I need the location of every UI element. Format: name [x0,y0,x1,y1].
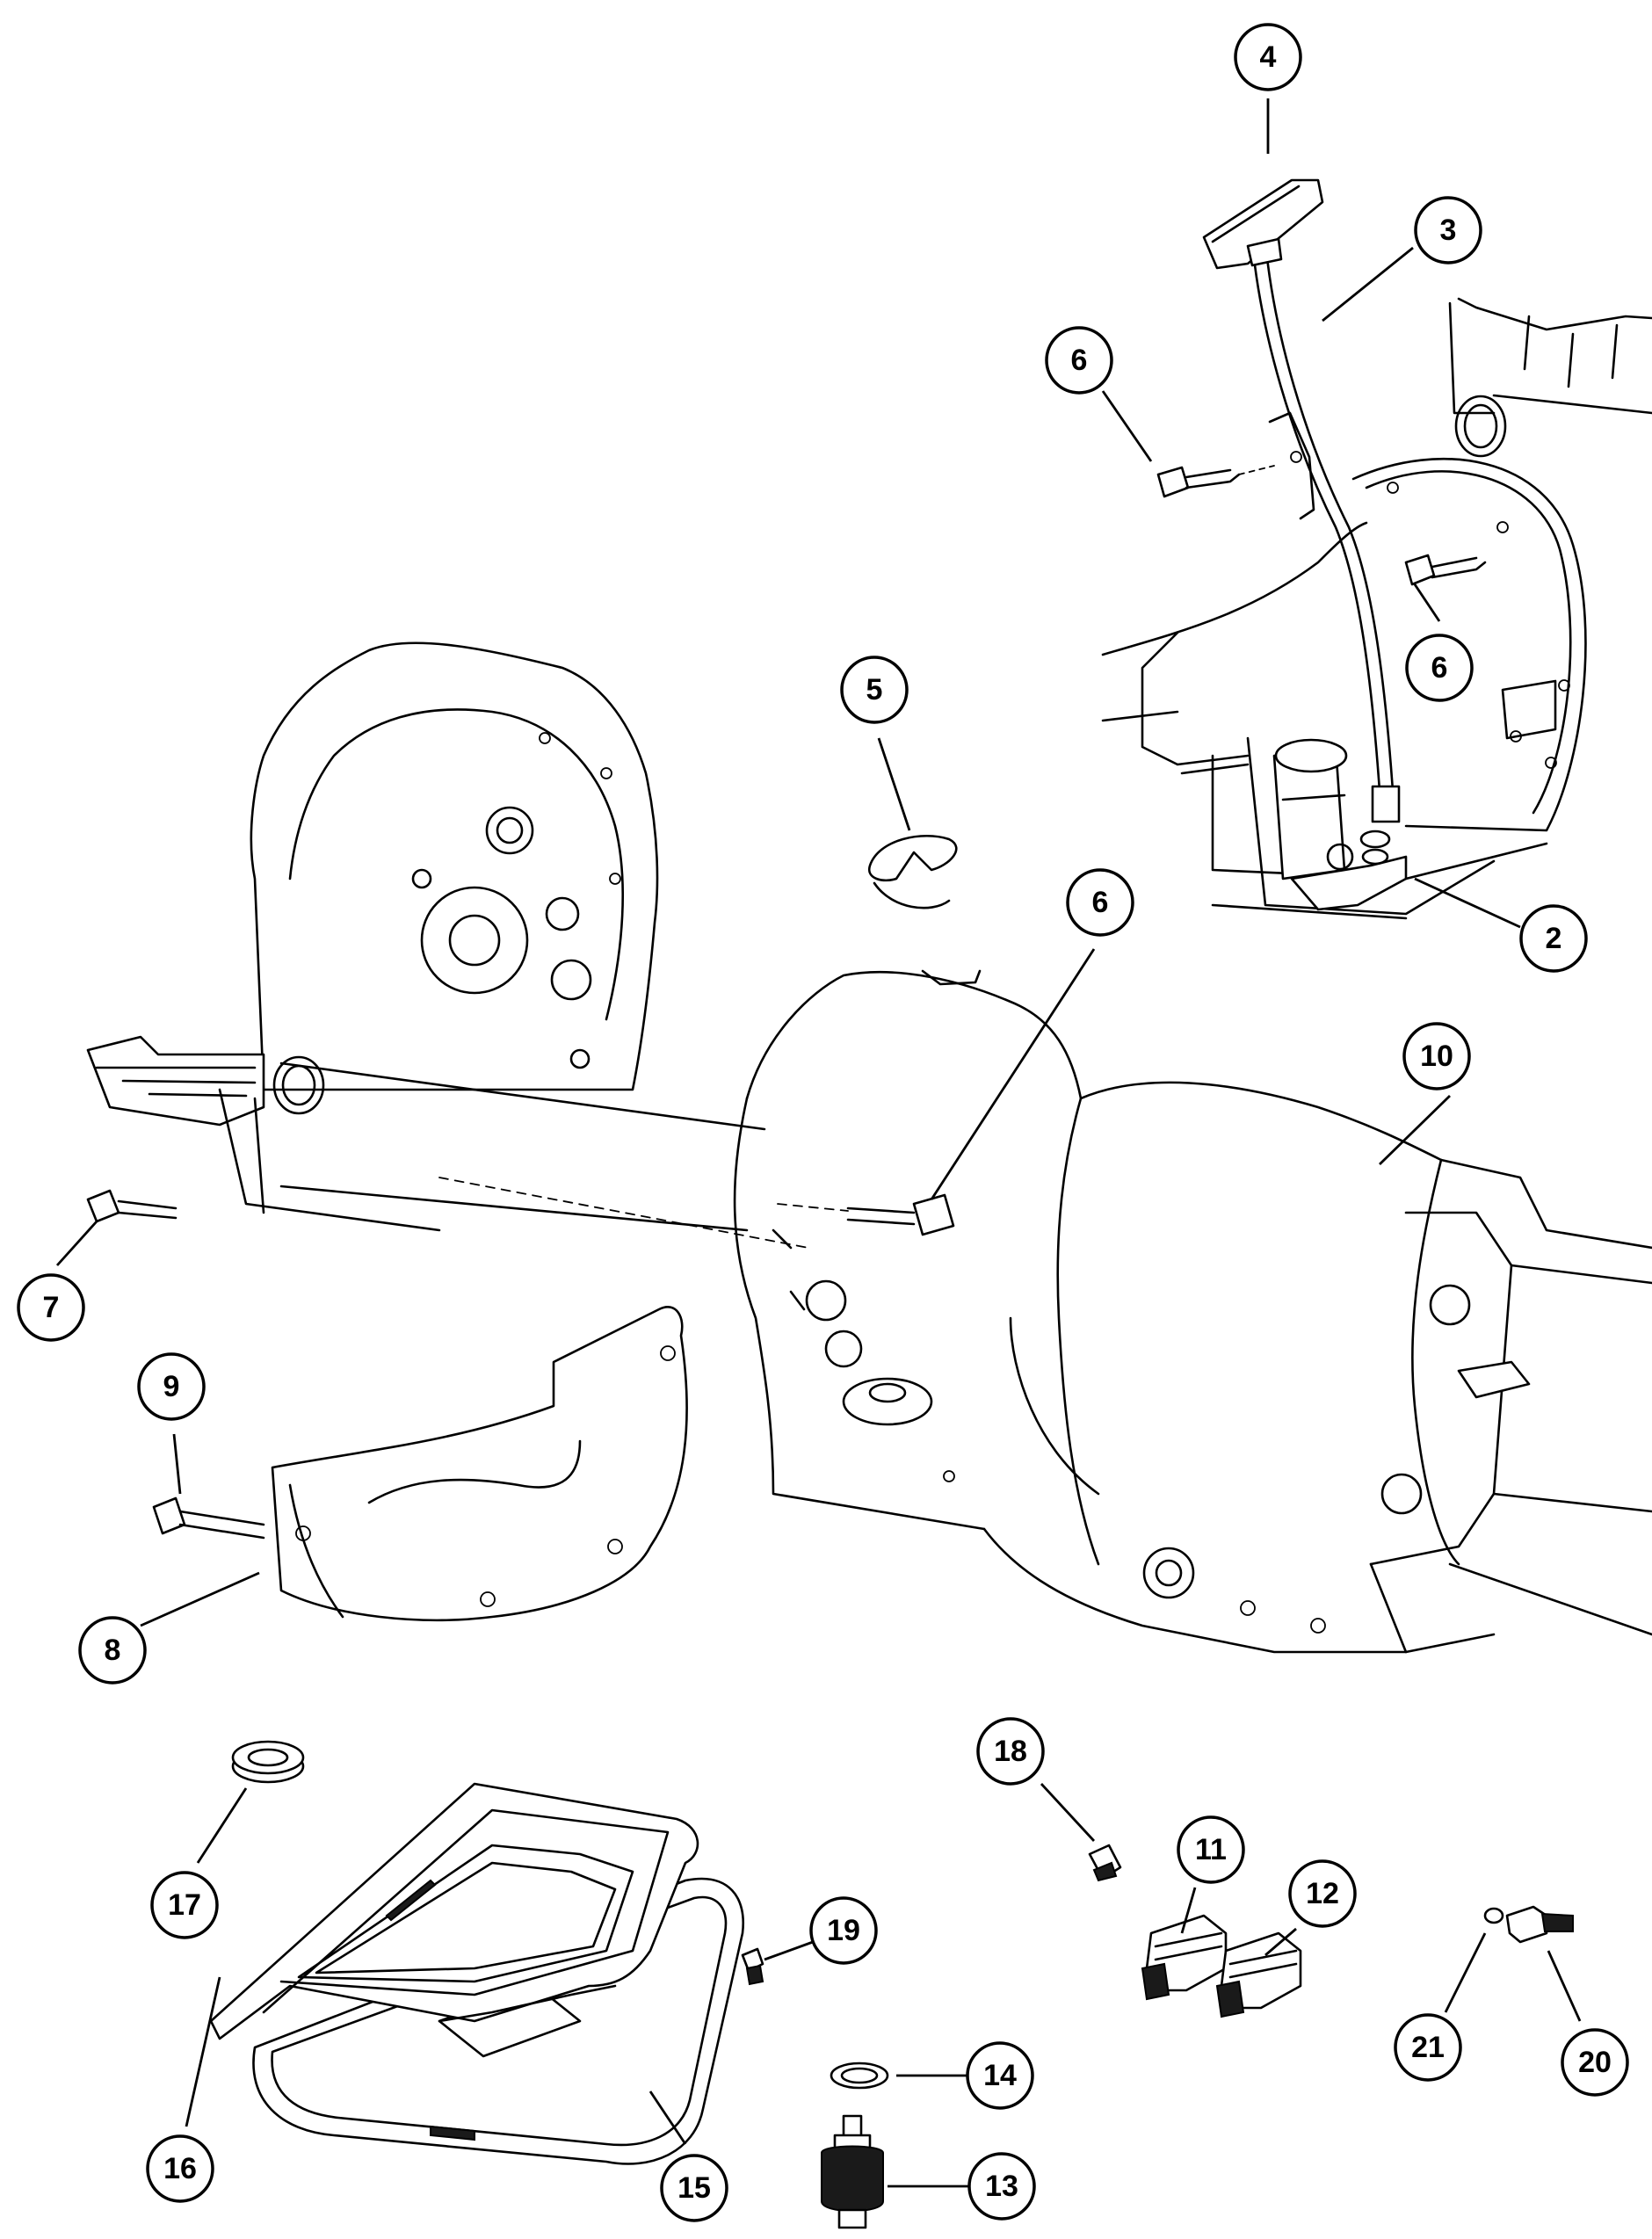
callout-circle [1177,1815,1245,1884]
callout-6: 6 [1066,868,1134,937]
washer-part-21 [1483,1907,1504,1924]
callout-5: 5 [840,656,909,724]
callout-number: 20 [1578,2046,1612,2079]
installed-transmission-view [1101,178,1652,920]
callout-number: 15 [677,2171,711,2205]
callout-number: 10 [1420,1040,1453,1073]
callout-number: 21 [1411,2031,1445,2064]
sensor-part-18 [1088,1844,1122,1882]
callout-circle [1519,904,1588,973]
callout-number: 7 [43,1291,60,1324]
leader-lines [55,98,1582,2188]
callout-number: 17 [168,1888,201,1922]
callout-9: 9 [137,1352,206,1421]
callout-number: 6 [1071,344,1088,377]
callout-21: 21 [1394,2013,1462,2082]
callout-17: 17 [150,1871,219,1939]
callout-number: 2 [1546,922,1562,955]
callout-circle [1402,1022,1471,1091]
callout-7: 7 [17,1273,85,1342]
callout-number: 3 [1440,214,1457,247]
callout-circle [1405,634,1474,702]
inspection-cover-part-8 [152,1306,688,1622]
callout-circle [809,1896,878,1965]
callout-circle [1561,2028,1629,2097]
filter-part-17 [231,1740,305,1784]
sensor-part-20 [1505,1905,1574,1944]
sender-part-13 [821,2114,884,2229]
callout-number: 18 [994,1735,1027,1768]
callout-number: 8 [105,1634,121,1667]
callout-13: 13 [967,2152,1036,2221]
switch-part-11 [1141,1914,1228,2001]
callout-circle [1288,1859,1357,1928]
callout-6: 6 [1045,326,1113,395]
screw-part-19 [741,1947,764,1986]
callout-15: 15 [660,2154,728,2222]
gasket-part-16 [209,1782,699,2040]
callout-12: 12 [1288,1859,1357,1928]
callout-number: 14 [983,2059,1017,2092]
callout-19: 19 [809,1896,878,1965]
callout-circle [17,1273,85,1342]
callout-circle [1234,23,1302,91]
callout-circle [137,1352,206,1421]
callout-circle [976,1717,1045,1786]
callout-circle [146,2134,214,2203]
callout-number: 12 [1306,1877,1339,1910]
callout-circle [150,1871,219,1939]
callout-number: 11 [1195,1833,1227,1866]
callout-18: 18 [976,1717,1045,1786]
callout-number: 6 [1092,886,1109,919]
callout-number: 9 [163,1370,180,1403]
callout-6: 6 [1405,634,1474,702]
callout-circle [966,2041,1034,2110]
callout-11: 11 [1177,1815,1245,1884]
callout-circle [660,2154,728,2222]
seal-part-5 [867,834,958,909]
callout-circle [840,656,909,724]
callout-number: 6 [1431,651,1448,685]
callout-circle [1066,868,1134,937]
callout-14: 14 [966,2041,1034,2110]
callout-circle [1414,196,1482,264]
callout-20: 20 [1561,2028,1629,2097]
callout-2: 2 [1519,904,1588,973]
callout-10: 10 [1402,1022,1471,1091]
switch-part-12 [1215,1931,1302,2018]
callout-circle [1045,326,1113,395]
callout-circle [967,2152,1036,2221]
callout-circle [78,1616,147,1685]
callout-4: 4 [1234,23,1302,91]
callout-circle [1394,2013,1462,2082]
callout-3: 3 [1414,196,1482,264]
callout-number: 4 [1260,40,1277,74]
callout-number: 5 [866,673,883,706]
callout-number: 19 [827,1914,860,1947]
callout-8: 8 [78,1616,147,1685]
callout-16: 16 [146,2134,214,2203]
callouts: 4 3 6 6 5 6 2 10 7 9 8 18 17 11 12 19 14… [17,23,1629,2222]
callout-number: 13 [985,2170,1018,2203]
oring-part-14 [830,2061,889,2090]
callout-number: 16 [163,2152,197,2185]
